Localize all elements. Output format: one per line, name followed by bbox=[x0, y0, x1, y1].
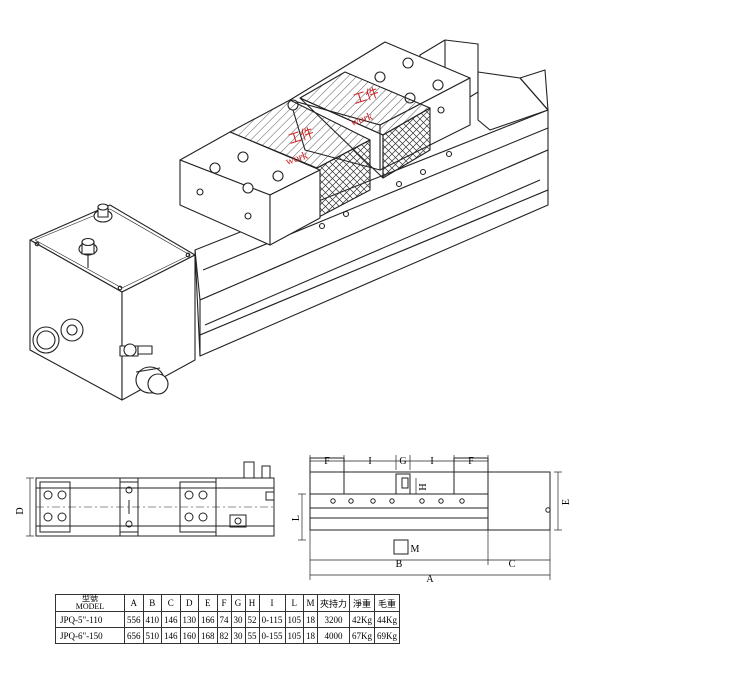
column-header: F bbox=[216, 594, 232, 612]
dim-label-I-right: I bbox=[430, 456, 433, 467]
dim-label-D: D bbox=[15, 507, 26, 514]
dim-label-A: A bbox=[426, 574, 434, 585]
table-cell: 130 bbox=[179, 611, 199, 628]
front-view-dimension-labels: F I G I F H L E M B C A bbox=[291, 456, 572, 585]
table-cell: 146 bbox=[161, 627, 181, 644]
side-rail-holes bbox=[318, 150, 453, 230]
column-header: I bbox=[258, 594, 286, 612]
spec-table-header-row: 型號 MODEL A B C D E F G H I L M 夾持力 淨重 毛重 bbox=[55, 594, 401, 612]
table-cell: 146 bbox=[161, 611, 181, 628]
dim-label-F-right: F bbox=[468, 456, 474, 467]
table-cell: 105 bbox=[284, 627, 304, 644]
jaw-block-left bbox=[179, 131, 321, 246]
hydraulic-unit bbox=[29, 203, 196, 401]
model-header-zh: 型號 bbox=[82, 594, 98, 603]
table-cell: 82 bbox=[216, 627, 232, 644]
isometric-vise-view bbox=[29, 39, 549, 401]
table-cell: 556 bbox=[124, 611, 144, 628]
table-cell: 4000 bbox=[316, 627, 351, 644]
column-header: 毛重 bbox=[374, 594, 401, 612]
dim-label-E: E bbox=[561, 499, 572, 505]
table-cell: 410 bbox=[142, 611, 162, 628]
dim-label-B: B bbox=[396, 559, 403, 570]
workpiece-right bbox=[299, 71, 431, 179]
table-cell: 18 bbox=[303, 611, 318, 628]
dim-label-G: G bbox=[399, 456, 406, 467]
front-view bbox=[298, 455, 562, 580]
column-header: H bbox=[244, 594, 260, 612]
column-header: A bbox=[124, 594, 144, 612]
dim-label-H: H bbox=[418, 483, 429, 490]
model-cell: JPQ-6"-150 bbox=[55, 627, 125, 644]
table-cell: 52 bbox=[244, 611, 260, 628]
table-cell: 67Kg bbox=[349, 627, 376, 644]
table-cell: 30 bbox=[230, 611, 246, 628]
column-header: B bbox=[142, 594, 162, 612]
table-row: JPQ-5"-110 556 410 146 130 166 74 30 52 … bbox=[55, 611, 401, 628]
column-header: C bbox=[161, 594, 181, 612]
table-cell: 74 bbox=[216, 611, 232, 628]
table-cell: 160 bbox=[179, 627, 199, 644]
column-header: G bbox=[230, 594, 246, 612]
table-cell: 656 bbox=[124, 627, 144, 644]
model-column-header: 型號 MODEL bbox=[55, 594, 125, 612]
table-cell: 18 bbox=[303, 627, 318, 644]
table-row: JPQ-6"-150 656 510 146 160 168 82 30 55 … bbox=[55, 627, 401, 644]
table-cell: 30 bbox=[230, 627, 246, 644]
top-view bbox=[26, 461, 275, 537]
column-header: 夾持力 bbox=[316, 594, 351, 612]
table-cell: 0-115 bbox=[258, 611, 286, 628]
table-cell: 168 bbox=[198, 627, 218, 644]
dim-label-M: M bbox=[411, 544, 420, 555]
column-header: L bbox=[284, 594, 304, 612]
table-cell: 3200 bbox=[316, 611, 351, 628]
table-cell: 55 bbox=[244, 627, 260, 644]
dim-label-F-left: F bbox=[324, 456, 330, 467]
table-cell: 510 bbox=[142, 627, 162, 644]
dim-label-I-left: I bbox=[368, 456, 371, 467]
table-cell: 44Kg bbox=[374, 611, 401, 628]
spec-table: 型號 MODEL A B C D E F G H I L M 夾持力 淨重 毛重… bbox=[55, 594, 401, 644]
table-cell: 0-155 bbox=[258, 627, 286, 644]
vise-base-body bbox=[194, 77, 549, 357]
model-cell: JPQ-5"-110 bbox=[55, 611, 125, 628]
table-cell: 69Kg bbox=[374, 627, 401, 644]
column-header: M bbox=[303, 594, 318, 612]
dim-label-L: L bbox=[291, 515, 302, 521]
table-cell: 42Kg bbox=[349, 611, 376, 628]
table-cell: 166 bbox=[198, 611, 218, 628]
table-cell: 105 bbox=[284, 611, 304, 628]
column-header: E bbox=[198, 594, 218, 612]
column-header: 淨重 bbox=[349, 594, 376, 612]
column-header: D bbox=[179, 594, 199, 612]
dim-label-C: C bbox=[509, 559, 516, 570]
model-header-en: MODEL bbox=[75, 602, 105, 611]
